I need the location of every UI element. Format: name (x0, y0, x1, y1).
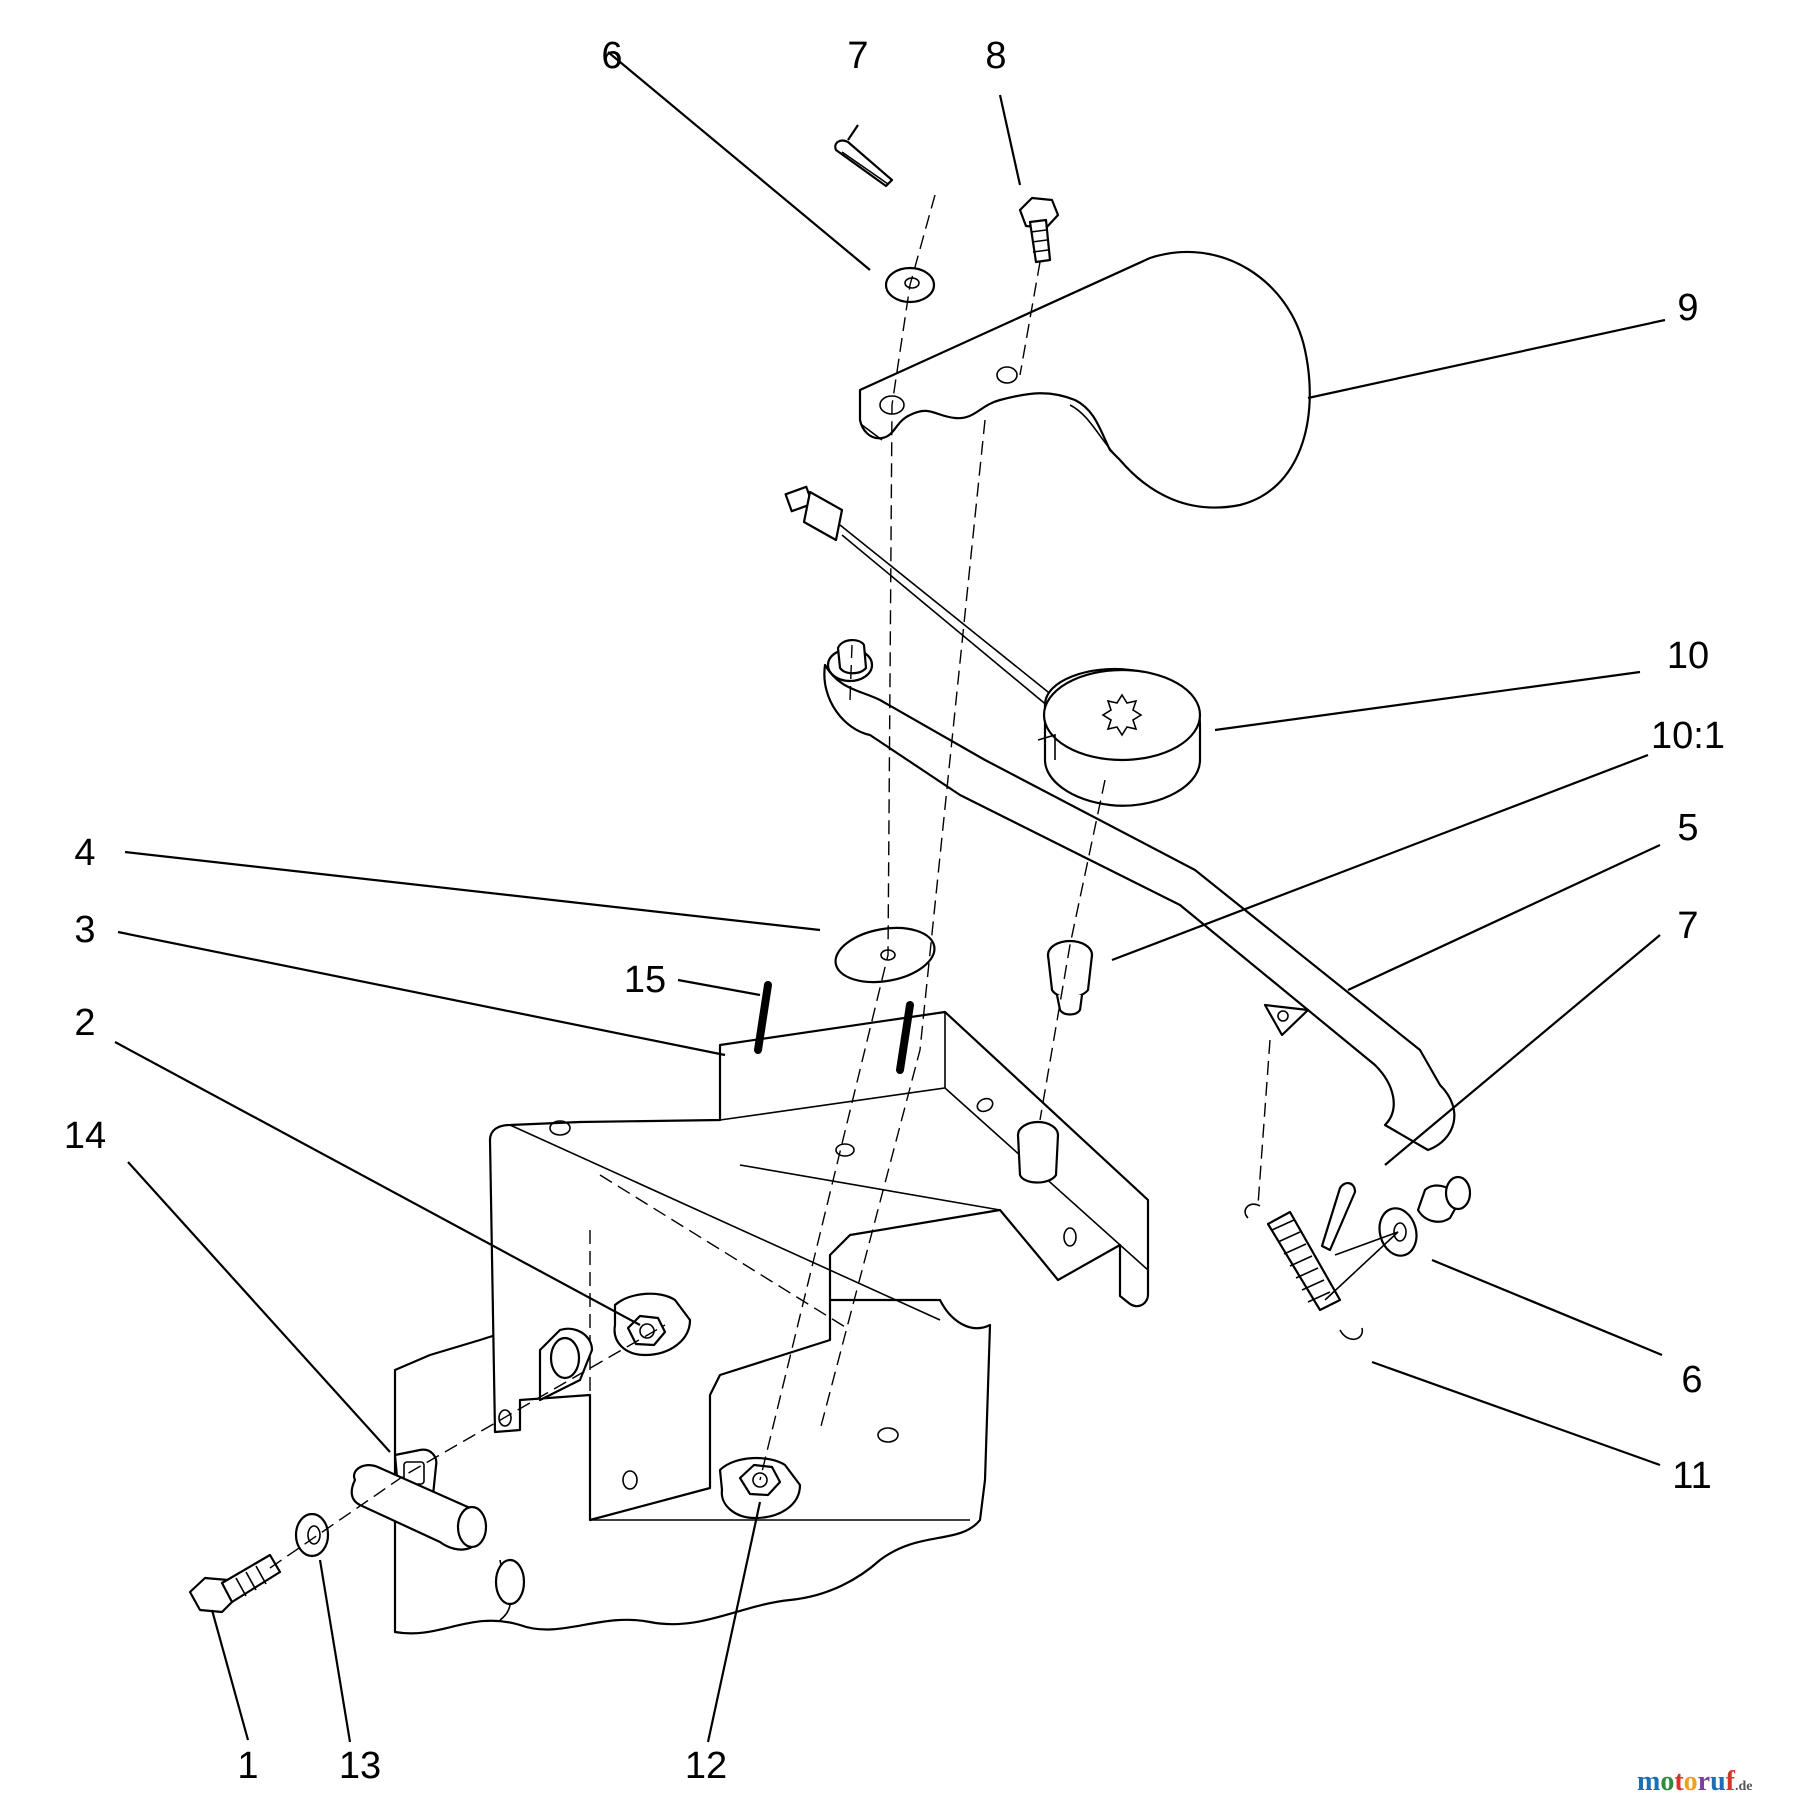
bolt-8 (1018, 196, 1060, 264)
callout-13: 13 (339, 1745, 381, 1787)
nut-12 (718, 1456, 802, 1520)
bumper-on-plate (1016, 1120, 1060, 1184)
hidden-edge-plate-2 (599, 1174, 851, 1331)
callout-15: 15 (624, 959, 666, 1001)
callout-2: 2 (74, 1002, 95, 1044)
pivot-boss (538, 1327, 594, 1402)
watermark-motoruf: motoruf.de (1637, 1766, 1753, 1797)
callout-8: 8 (985, 35, 1006, 77)
sensor-plate-9 (858, 250, 1311, 509)
bushing (350, 1464, 488, 1551)
assembly-lines (269, 194, 1399, 1569)
wm-o: o (1660, 1766, 1674, 1797)
cotter-pin-7-right (1320, 1182, 1357, 1252)
wm-t: t (1674, 1766, 1684, 1797)
cotter-pin-7-top (834, 139, 894, 188)
wm-suffix: .de (1735, 1779, 1753, 1794)
callout-9: 9 (1677, 287, 1698, 329)
callout-7-right: 7 (1677, 905, 1698, 947)
bolt-1 (188, 1553, 282, 1614)
mounting-plate (488, 1010, 1150, 1522)
callout-4: 4 (74, 832, 95, 874)
callout-11: 11 (1672, 1455, 1711, 1497)
arm-5 (823, 639, 1472, 1223)
callout-6-right: 6 (1681, 1359, 1702, 1401)
nut-2 (613, 1292, 692, 1357)
callout-14: 14 (64, 1115, 106, 1157)
callout-6-top: 6 (601, 35, 622, 77)
wm-u: u (1710, 1766, 1726, 1797)
callout-7-top: 7 (847, 35, 868, 77)
callout-1: 1 (237, 1745, 258, 1787)
callout-10: 10 (1667, 635, 1709, 677)
wm-o2: o (1684, 1766, 1698, 1797)
callout-3: 3 (74, 909, 95, 951)
svg-text:motoruf.de: motoruf.de (1637, 1766, 1753, 1797)
spring-11 (1244, 1203, 1364, 1340)
sensor-10 (1037, 668, 1202, 807)
callout-10-1: 10:1 (1651, 715, 1725, 757)
wm-f: f (1726, 1766, 1736, 1797)
wm-m: m (1637, 1766, 1660, 1797)
roll-pins-15 (754, 981, 914, 1074)
callout-5: 5 (1677, 807, 1698, 849)
callout-12: 12 (685, 1745, 727, 1787)
washer-13 (294, 1512, 330, 1558)
bumper-10-1 (1046, 939, 1094, 1016)
callout-numbers: 1 13 12 14 2 3 4 15 6 7 8 9 10 10:1 5 7 … (64, 35, 1725, 1787)
wire-harness (784, 485, 1059, 713)
wm-r: r (1698, 1766, 1710, 1797)
leader-lines (114, 51, 1666, 1743)
washer-4 (834, 926, 936, 984)
